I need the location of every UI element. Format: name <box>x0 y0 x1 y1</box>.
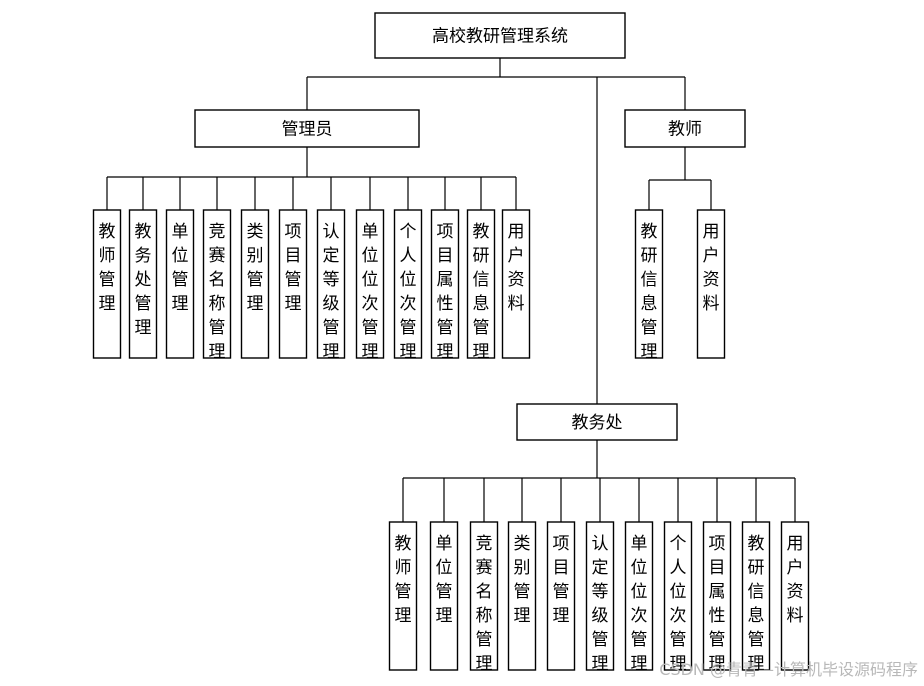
office-child-node: 教研信息管理 <box>741 521 771 674</box>
branch-admin-label: 管理员 <box>282 120 333 140</box>
office-child-node-label: 个人位次管理 <box>670 534 687 674</box>
teacher-child-node: 教研信息管理 <box>634 209 664 362</box>
admin-child-node-label: 教研信息管理 <box>473 222 490 362</box>
admin-child-node: 竞赛名称管理 <box>202 209 232 362</box>
office-child-node-label: 竞赛名称管理 <box>476 534 493 674</box>
admin-child-node-label: 个人位次管理 <box>400 222 417 362</box>
office-child-node-label: 单位管理 <box>436 534 453 626</box>
admin-child-node: 用户资料 <box>501 209 531 359</box>
admin-child-node-label: 类别管理 <box>247 222 264 314</box>
office-child-node-label: 类别管理 <box>514 534 531 626</box>
office-child-node: 个人位次管理 <box>663 521 693 674</box>
admin-child-node-label: 竞赛名称管理 <box>209 222 226 362</box>
office-child-node-label: 项目属性管理 <box>709 534 726 674</box>
admin-child-node-label: 单位管理 <box>172 222 189 314</box>
admin-child-node-label: 认定等级管理 <box>323 222 340 362</box>
watermark: CSDN @青青—计算机毕设源码程序 <box>659 660 918 679</box>
teacher-child-node-label: 教研信息管理 <box>641 222 658 362</box>
admin-child-node-label: 教务处管理 <box>135 222 152 338</box>
branch-teacher: 教师 <box>624 109 746 148</box>
branch-admin: 管理员 <box>194 109 420 148</box>
teacher-child-node: 用户资料 <box>696 209 726 359</box>
office-child-node-label: 项目管理 <box>553 534 570 626</box>
office-child-node: 单位位次管理 <box>624 521 654 674</box>
root-node: 高校教研管理系统 <box>374 12 626 59</box>
root-node-label: 高校教研管理系统 <box>432 27 568 47</box>
admin-child-node: 类别管理 <box>240 209 270 359</box>
office-child-node: 类别管理 <box>507 521 537 671</box>
office-child-node: 项目管理 <box>546 521 576 671</box>
office-child-node: 项目属性管理 <box>702 521 732 674</box>
office-child-node: 单位管理 <box>429 521 459 671</box>
office-child-node-label: 认定等级管理 <box>592 534 609 674</box>
branch-office: 教务处 <box>516 403 678 441</box>
admin-child-node: 教师管理 <box>92 209 122 359</box>
teacher-child-node-label: 用户资料 <box>703 222 720 314</box>
admin-child-node: 单位位次管理 <box>355 209 385 362</box>
admin-child-node: 单位管理 <box>165 209 195 359</box>
admin-child-node: 教研信息管理 <box>466 209 496 362</box>
office-child-node: 教师管理 <box>388 521 418 671</box>
admin-child-node: 项目属性管理 <box>430 209 460 362</box>
chart-nodes: 高校教研管理系统管理员教师管理教务处管理单位管理竞赛名称管理类别管理项目管理认定… <box>92 12 810 674</box>
office-child-node: 认定等级管理 <box>585 521 615 674</box>
connector-lines <box>106 58 796 522</box>
admin-child-node: 个人位次管理 <box>393 209 423 362</box>
office-child-node: 竞赛名称管理 <box>469 521 499 674</box>
office-child-node: 用户资料 <box>780 521 810 671</box>
admin-child-node: 认定等级管理 <box>316 209 346 362</box>
admin-child-node: 教务处管理 <box>128 209 158 359</box>
office-child-node-label: 用户资料 <box>787 534 804 626</box>
admin-child-node-label: 项目管理 <box>285 222 302 314</box>
branch-teacher-label: 教师 <box>668 120 702 140</box>
admin-child-node: 项目管理 <box>278 209 308 359</box>
office-child-node-label: 教研信息管理 <box>748 534 765 674</box>
office-child-node-label: 教师管理 <box>395 534 412 626</box>
admin-child-node-label: 单位位次管理 <box>362 222 379 362</box>
admin-child-node-label: 用户资料 <box>508 222 525 314</box>
admin-child-node-label: 教师管理 <box>99 222 116 314</box>
admin-child-node-label: 项目属性管理 <box>437 222 454 362</box>
office-child-node-label: 单位位次管理 <box>631 534 648 674</box>
branch-office-label: 教务处 <box>572 413 623 433</box>
